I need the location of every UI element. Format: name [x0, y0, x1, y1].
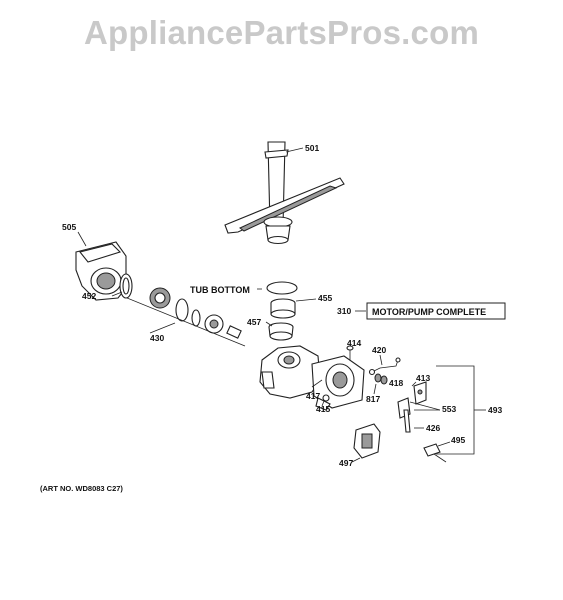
callout-495: 495 — [451, 435, 465, 445]
callout-817: 817 — [366, 394, 380, 404]
tub-gasket[interactable] — [266, 281, 298, 295]
leader-497 — [351, 457, 361, 463]
leader-457 — [265, 321, 273, 327]
leader-430 — [149, 322, 176, 334]
leader-505 — [77, 231, 87, 247]
callout-501: 501 — [305, 143, 319, 153]
bracket-413[interactable] — [413, 381, 427, 405]
chopper-assembly[interactable] — [126, 287, 246, 347]
callout-310: 310 — [337, 306, 351, 316]
leader-420 — [379, 354, 383, 366]
wire-connector-495[interactable] — [423, 443, 447, 463]
callout-505: 505 — [62, 222, 76, 232]
solenoid-497[interactable] — [353, 423, 381, 459]
callout-497: 497 — [339, 458, 353, 468]
wire-harness-420[interactable] — [368, 357, 401, 376]
leader-495 — [437, 441, 451, 447]
hose-clamp[interactable] — [119, 273, 133, 299]
callout-553: 553 — [442, 404, 456, 414]
callout-430: 430 — [150, 333, 164, 343]
pump-housing[interactable] — [259, 345, 321, 399]
callout-413: 413 — [416, 373, 430, 383]
callout-414: 414 — [347, 338, 361, 348]
washer-415[interactable] — [322, 394, 330, 402]
callout-420: 420 — [372, 345, 386, 355]
leader-415 — [321, 400, 325, 407]
motor-pump-complete-label: MOTOR/PUMP COMPLETE — [372, 307, 486, 317]
sump-housing[interactable] — [75, 241, 127, 301]
leader-553a — [409, 401, 441, 411]
leader-455 — [295, 298, 317, 302]
callout-457: 457 — [247, 317, 261, 327]
drive-motor[interactable] — [311, 355, 365, 411]
seal-ring[interactable] — [268, 322, 294, 341]
screw-414[interactable] — [346, 345, 354, 360]
clip-553[interactable] — [397, 397, 411, 433]
callout-417: 417 — [306, 391, 320, 401]
callout-455: 455 — [318, 293, 332, 303]
leader-417 — [311, 379, 323, 388]
motor-pump-complete-box — [366, 302, 506, 320]
callout-415: 415 — [316, 404, 330, 414]
pump-seal[interactable] — [270, 298, 296, 319]
callout-426: 426 — [426, 423, 440, 433]
spray-arm-assembly[interactable] — [224, 141, 345, 245]
callout-493: 493 — [488, 405, 502, 415]
watermark-logo: AppliancePartsPros.com — [83, 14, 480, 51]
callout-418: 418 — [389, 378, 403, 388]
leader-817 — [373, 383, 377, 395]
callout-452: 452 — [82, 291, 96, 301]
leader-501 — [285, 147, 304, 153]
art-number: (ART NO. WD8083 C27) — [40, 484, 123, 493]
leader-413 — [411, 381, 417, 387]
leader-452 — [111, 291, 123, 297]
grommet-817[interactable] — [374, 373, 388, 385]
tub-bottom-label: TUB BOTTOM — [190, 285, 250, 295]
